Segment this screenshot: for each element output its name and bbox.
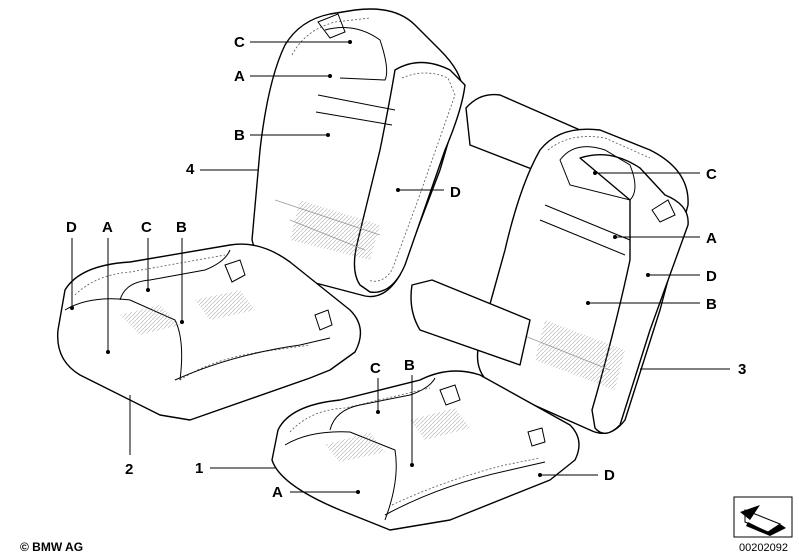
label-d-left-cushion: D: [66, 219, 77, 236]
label-part-2: 2: [125, 461, 134, 478]
label-d-left-backrest: D: [450, 184, 461, 201]
left-backrest: [251, 8, 466, 298]
label-a-left-cushion: A: [102, 219, 113, 236]
label-a-left-backrest: A: [234, 68, 245, 85]
label-a-right-cushion: A: [272, 484, 283, 501]
right-seat-cushion: [271, 370, 580, 531]
copyright-text: © BMW AG: [20, 540, 84, 554]
label-c-right-cushion: C: [370, 360, 381, 377]
label-part-3: 3: [738, 361, 747, 378]
label-d-right-backrest: D: [706, 268, 717, 285]
arrow-corner-icon: [733, 496, 793, 538]
left-seat-cushion: [56, 243, 362, 421]
leader-lines: [70, 40, 730, 494]
label-c-left-backrest: C: [234, 34, 245, 51]
right-backrest: [410, 93, 689, 434]
label-a-right-backrest: A: [706, 230, 717, 247]
label-c-left-cushion: C: [141, 219, 152, 236]
label-d-right-cushion: D: [604, 467, 615, 484]
diagram-code: 00202092: [739, 542, 788, 554]
label-b-left-backrest: B: [234, 127, 245, 144]
label-b-left-cushion: B: [176, 219, 187, 236]
label-part-4: 4: [186, 161, 195, 178]
label-b-right-cushion: B: [404, 357, 415, 374]
label-b-right-backrest: B: [706, 296, 717, 313]
label-c-right-backrest: C: [706, 166, 717, 183]
label-part-1: 1: [195, 460, 204, 477]
